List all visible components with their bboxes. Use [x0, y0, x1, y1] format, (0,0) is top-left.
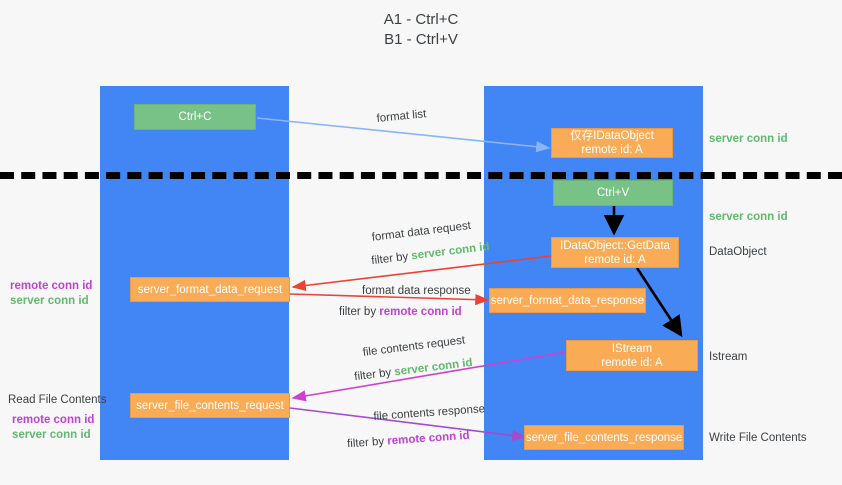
page-title-line1: A1 - Ctrl+C	[383, 11, 459, 28]
filter-by-prefix-4: filter by	[346, 435, 388, 451]
node-ctrl-v[interactable]: Ctrl+V	[553, 180, 673, 206]
edge-label-format-data-response: format data response	[362, 285, 471, 297]
left-label-remote-conn-id-lower: remote conn id	[12, 414, 95, 426]
right-label-write-file-contents: Write File Contents	[709, 432, 807, 444]
node-idataobject-getdata-subtitle: remote id: A	[584, 253, 646, 266]
right-label-server-conn-id-top: server conn id	[709, 133, 788, 145]
filter-by-value-server-conn-id-2: server conn id	[393, 356, 474, 379]
left-label-server-conn-id-lower: server conn id	[12, 429, 91, 441]
node-istream[interactable]: IStream remote id: A	[566, 340, 698, 371]
node-server-file-contents-response[interactable]: server_file_contents_response	[524, 425, 684, 450]
edge-filter-format-data-response: filter by remote conn id	[339, 305, 462, 319]
node-server-file-contents-response-label: server_file_contents_response	[525, 431, 683, 444]
edge-label-format-list: format list	[376, 108, 427, 125]
left-label-server-conn-id-upper: server conn id	[10, 295, 89, 307]
node-idataobject-getdata-title: IDataObject::GetData	[560, 239, 670, 252]
edge-filter-format-data-request: filter by server conn id	[371, 240, 491, 268]
node-server-format-data-request[interactable]: server_format_data_request	[130, 277, 290, 302]
node-istream-title: IStream	[611, 342, 653, 355]
node-idataobject-title: 仅存IDataObject	[570, 130, 654, 142]
edge-filter-file-contents-request: filter by server conn id	[354, 356, 474, 384]
node-istream-subtitle: remote id: A	[601, 356, 663, 369]
right-label-istream: Istream	[709, 351, 748, 363]
left-label-read-file-contents: Read File Contents	[8, 394, 107, 406]
right-label-dataobject: DataObject	[709, 246, 767, 258]
node-idataobject[interactable]: 仅存IDataObject remote id: A	[551, 128, 673, 158]
filter-by-prefix-2: filter by	[339, 306, 380, 318]
filter-by-value-remote-conn-id-2: remote conn id	[386, 429, 470, 448]
node-idataobject-getdata[interactable]: IDataObject::GetData remote id: A	[551, 237, 679, 268]
filter-by-value-server-conn-id-1: server conn id	[410, 240, 491, 263]
node-server-format-data-response-label: server_format_data_response	[490, 294, 645, 307]
filter-by-value-remote-conn-id-1: remote conn id	[379, 306, 462, 318]
filter-by-prefix-1: filter by	[370, 250, 413, 268]
node-ctrl-c-label: Ctrl+C	[178, 111, 212, 123]
left-label-remote-conn-id-upper: remote conn id	[10, 280, 93, 292]
edge-label-format-data-request: format data request	[371, 219, 472, 244]
phase-separator-dashed-line	[0, 172, 842, 179]
node-server-format-data-response[interactable]: server_format_data_response	[489, 288, 646, 313]
page-title-line2: B1 - Ctrl+V	[384, 31, 458, 48]
edge-filter-file-contents-response: filter by remote conn id	[347, 429, 470, 452]
edge-label-file-contents-response: file contents response	[373, 403, 486, 423]
right-label-server-conn-id-mid: server conn id	[709, 211, 788, 223]
node-idataobject-subtitle: remote id: A	[581, 144, 643, 156]
node-server-format-data-request-label: server_format_data_request	[137, 283, 283, 296]
filter-by-prefix-3: filter by	[353, 366, 396, 384]
node-ctrl-c[interactable]: Ctrl+C	[134, 104, 256, 130]
node-ctrl-v-label: Ctrl+V	[596, 187, 630, 199]
node-server-file-contents-request-label: server_file_contents_request	[136, 399, 284, 412]
edge-label-file-contents-request: file contents request	[362, 334, 466, 359]
node-server-file-contents-request[interactable]: server_file_contents_request	[130, 393, 290, 418]
